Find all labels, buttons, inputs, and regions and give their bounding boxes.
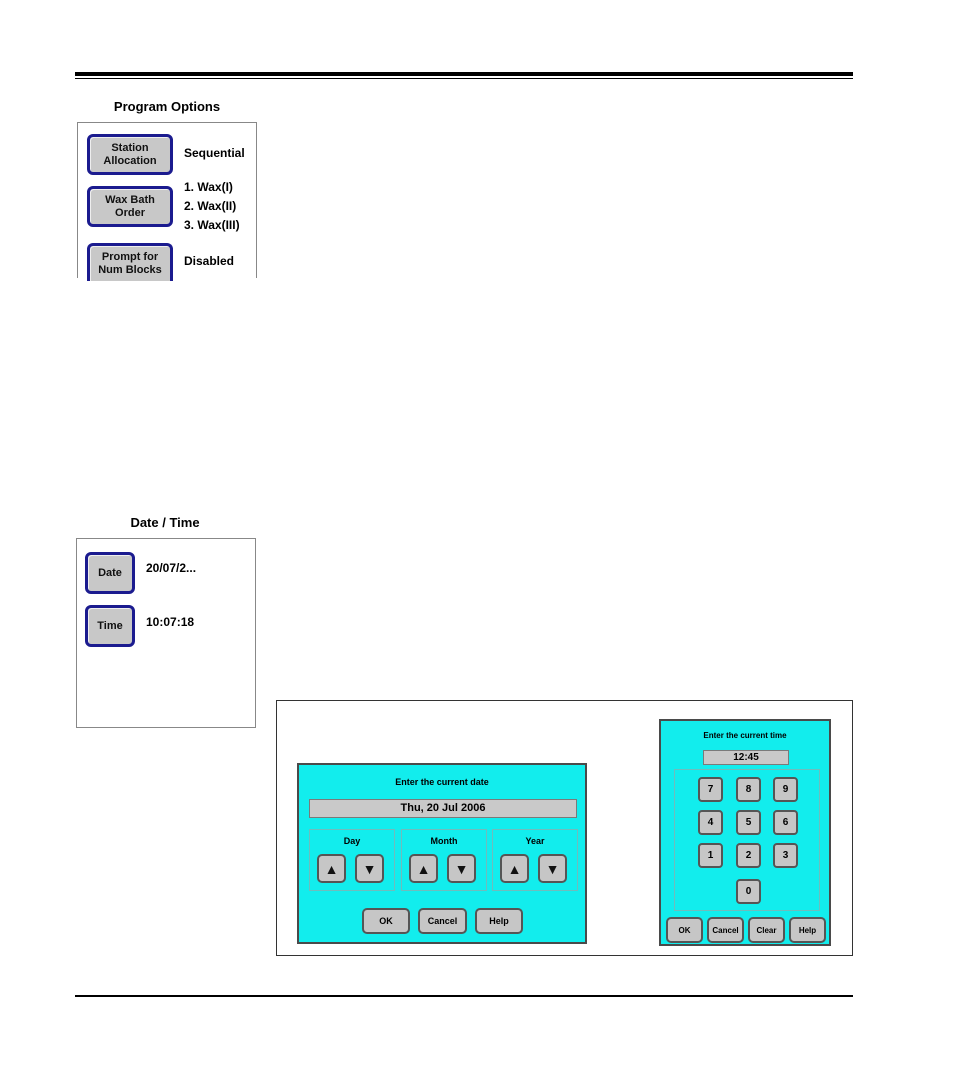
month-label: Month	[430, 836, 458, 846]
date-help-button[interactable]: Help	[475, 908, 523, 934]
date-display-field: Thu, 20 Jul 2006	[309, 799, 577, 818]
month-up-button[interactable]: ▲	[409, 854, 438, 883]
time-dialog: Enter the current time 12:45 7 8 9 4 5 6…	[659, 719, 831, 946]
time-button[interactable]: Time	[85, 605, 135, 647]
keypad-group: 7 8 9 4 5 6 1 2 3 0	[674, 769, 820, 911]
key-0[interactable]: 0	[736, 879, 761, 904]
arrow-up-icon: ▲	[507, 860, 522, 877]
header-rule	[75, 72, 853, 76]
station-allocation-button[interactable]: Station Allocation	[87, 134, 173, 175]
key-5[interactable]: 5	[736, 810, 761, 835]
wax-bath-order-value: 1. Wax(I) 2. Wax(II) 3. Wax(III)	[184, 180, 240, 232]
key-7[interactable]: 7	[698, 777, 723, 802]
station-allocation-value: Sequential	[184, 146, 245, 160]
header-rule-thin	[75, 78, 853, 79]
day-label: Day	[343, 836, 361, 846]
date-value: 20/07/2...	[146, 561, 197, 575]
arrow-up-icon: ▲	[324, 860, 339, 877]
key-8[interactable]: 8	[736, 777, 761, 802]
key-9[interactable]: 9	[773, 777, 798, 802]
date-button[interactable]: Date	[85, 552, 135, 594]
footer-rule	[75, 995, 853, 997]
time-value: 10:07:18	[146, 615, 195, 629]
arrow-down-icon: ▼	[362, 860, 377, 877]
day-down-button[interactable]: ▼	[355, 854, 384, 883]
time-display-field: 12:45	[703, 750, 789, 765]
program-options-title: Program Options	[113, 99, 221, 114]
time-clear-button[interactable]: Clear	[748, 917, 785, 943]
day-group: Day ▲ ▼	[309, 829, 395, 891]
wax-bath-order-button[interactable]: Wax Bath Order	[87, 186, 173, 227]
key-4[interactable]: 4	[698, 810, 723, 835]
year-up-button[interactable]: ▲	[500, 854, 529, 883]
key-3[interactable]: 3	[773, 843, 798, 868]
year-group: Year ▲ ▼	[492, 829, 578, 891]
figure-box	[276, 700, 853, 956]
date-cancel-button[interactable]: Cancel	[418, 908, 467, 934]
program-options-panel: Station Allocation Sequential Wax Bath O…	[77, 122, 257, 281]
arrow-down-icon: ▼	[545, 860, 560, 877]
date-ok-button[interactable]: OK	[362, 908, 410, 934]
arrow-up-icon: ▲	[416, 860, 431, 877]
key-1[interactable]: 1	[698, 843, 723, 868]
arrow-down-icon: ▼	[454, 860, 469, 877]
date-dialog-title: Enter the current date	[395, 777, 489, 787]
date-time-panel: Date 20/07/2... Time 10:07:18	[76, 538, 256, 728]
date-dialog: Enter the current date Thu, 20 Jul 2006 …	[297, 763, 587, 944]
year-label: Year	[525, 836, 545, 846]
time-help-button[interactable]: Help	[789, 917, 826, 943]
time-dialog-title: Enter the current time	[703, 731, 787, 740]
time-ok-button[interactable]: OK	[666, 917, 703, 943]
time-cancel-button[interactable]: Cancel	[707, 917, 744, 943]
month-down-button[interactable]: ▼	[447, 854, 476, 883]
key-6[interactable]: 6	[773, 810, 798, 835]
date-time-title: Date / Time	[130, 515, 200, 530]
day-up-button[interactable]: ▲	[317, 854, 346, 883]
prompt-num-blocks-button[interactable]: Prompt for Num Blocks	[87, 243, 173, 281]
year-down-button[interactable]: ▼	[538, 854, 567, 883]
prompt-num-blocks-value: Disabled	[184, 254, 235, 268]
month-group: Month ▲ ▼	[401, 829, 487, 891]
key-2[interactable]: 2	[736, 843, 761, 868]
